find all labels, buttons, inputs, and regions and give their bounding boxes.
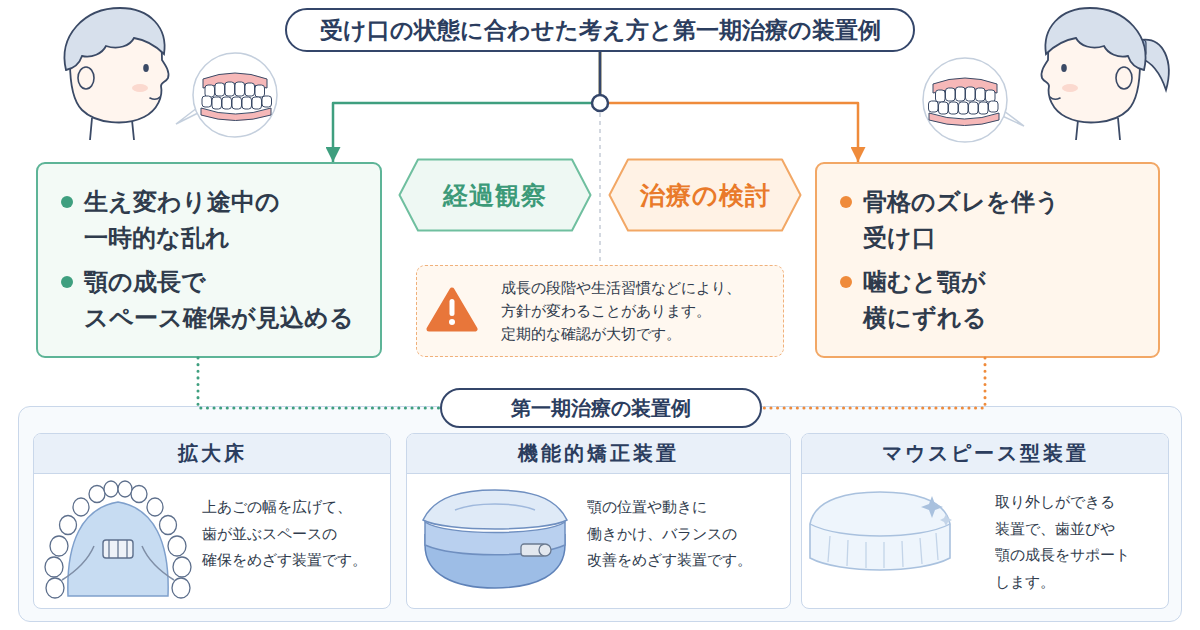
- condition-box: 骨格のズレを伴う 受け口噛むと顎が 横にずれる: [815, 162, 1160, 358]
- hair-tie: [1138, 40, 1146, 56]
- boy-illustration: [65, 8, 277, 140]
- decision-label: 治療の検討: [640, 179, 771, 212]
- branch-point: [599, 113, 601, 264]
- speech-tail: [176, 98, 210, 124]
- dotted-connector: [198, 358, 440, 408]
- girl-figure: [1041, 8, 1168, 140]
- ponytail: [1140, 40, 1169, 90]
- device-card: マウスピース型装置取り外しができる 装置で、歯並びや 顎の成長をサポート します…: [801, 433, 1169, 609]
- note-text: 成長の段階や生活習慣などにより、 方針が変わることがあります。 定期的な確認が大…: [501, 277, 769, 346]
- boy-head: [65, 8, 169, 140]
- decision-hexagon: 経過観察: [398, 158, 592, 232]
- speech-bubble: [923, 58, 1007, 142]
- card-text: 上あごの幅を広げて、 歯が並ぶスペースの 確保をめざす装置です。: [202, 494, 382, 574]
- hexagon-outline: [400, 160, 591, 231]
- branch-point: [592, 95, 608, 111]
- underbite-teeth: [201, 73, 272, 121]
- note-box: 成長の段階や生活習慣などにより、 方針が変わることがあります。 定期的な確認が大…: [416, 265, 784, 357]
- girl-illustration: [923, 8, 1169, 142]
- bullet-text: 顎の成長で スペース確保が見込める: [84, 264, 369, 336]
- title-text: 受け口の状態に合わせた考え方と第一期治療の装置例: [320, 15, 881, 46]
- group-heading: 第一期治療の装置例: [440, 388, 762, 428]
- card-heading: マウスピース型装置: [802, 434, 1168, 474]
- title-box: 受け口の状態に合わせた考え方と第一期治療の装置例: [285, 8, 915, 52]
- device-card: 機能的矯正装置顎の位置や動きに 働きかけ、バランスの 改善をめざす装置です。: [406, 433, 791, 609]
- speech-tail: [992, 102, 1024, 126]
- bullet-text: 生え変わり途中の 一時的な乱れ: [84, 184, 369, 256]
- branch-point: [592, 52, 608, 264]
- card-heading: 拡大床: [34, 434, 390, 474]
- decision-label: 経過観察: [443, 179, 547, 212]
- arrow-connector: [600, 52, 858, 162]
- speech-bubble: [193, 53, 277, 137]
- card-heading: 機能的矯正装置: [407, 434, 790, 474]
- condition-box: 生え変わり途中の 一時的な乱れ顎の成長で スペース確保が見込める: [36, 162, 382, 358]
- decision-hexagon: 治療の検討: [608, 158, 802, 232]
- card-text: 顎の位置や動きに 働きかけ、バランスの 改善をめざす装置です。: [587, 494, 767, 574]
- arrow-connector: [333, 52, 600, 162]
- dotted-connector: [762, 358, 985, 408]
- bullet-text: 噛むと顎が 横にずれる: [863, 264, 1098, 336]
- device-group: 第一期治療の装置例拡大床上あごの幅を広げて、 歯が並ぶスペースの 確保をめざす装…: [18, 406, 1182, 622]
- branch-point: [599, 52, 602, 95]
- girl-head: [1041, 8, 1145, 140]
- device-card: 拡大床上あごの幅を広げて、 歯が並ぶスペースの 確保をめざす装置です。: [33, 433, 391, 609]
- hexagon-outline: [610, 160, 801, 231]
- card-text: 取り外しができる 装置で、歯並びや 顎の成長をサポート します。: [995, 489, 1165, 595]
- underbite-teeth: [929, 78, 1000, 126]
- bullet-text: 骨格のズレを伴う 受け口: [863, 184, 1098, 256]
